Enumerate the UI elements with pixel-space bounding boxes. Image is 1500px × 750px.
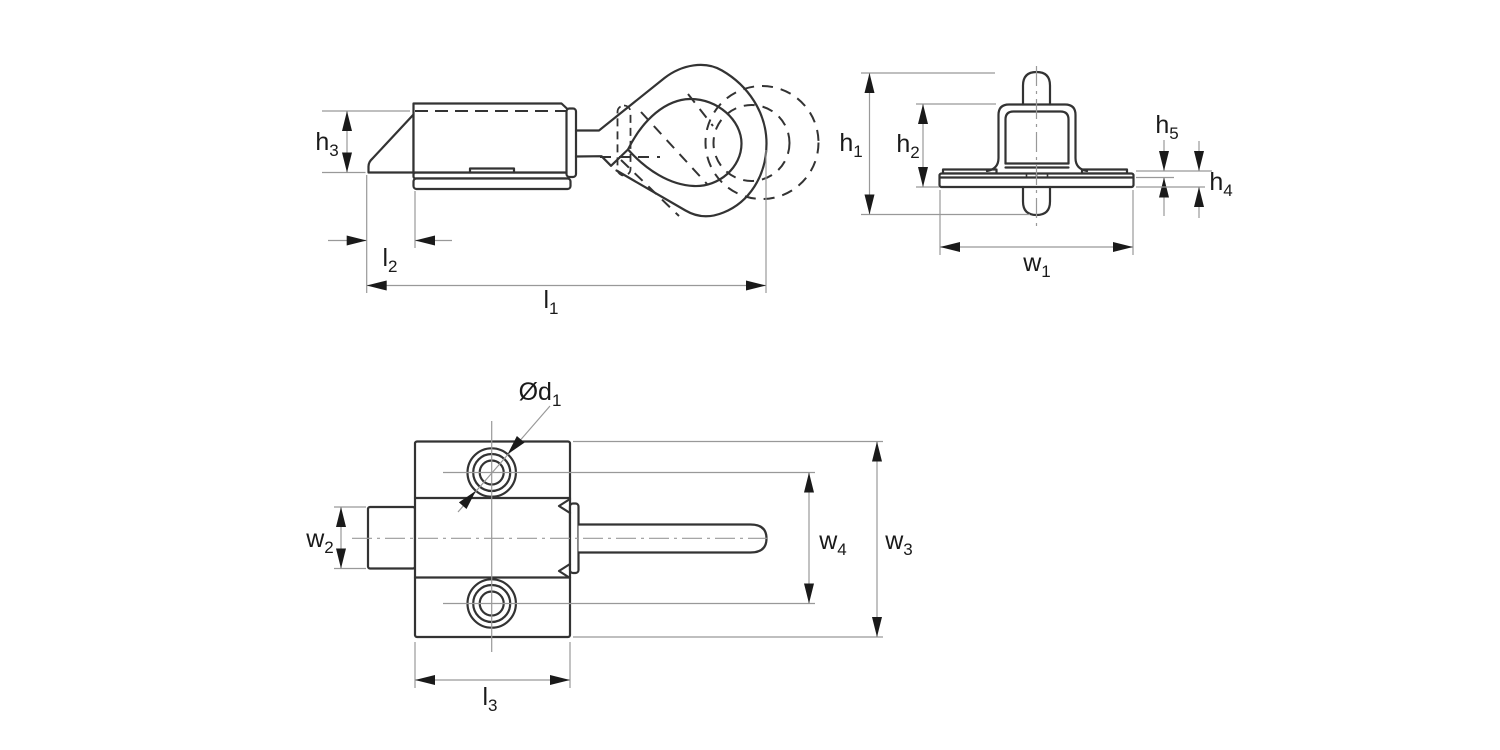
dim-label-h2: h2 — [896, 130, 919, 162]
dim-label-w3: w3 — [884, 527, 913, 559]
arrowhead — [336, 507, 346, 527]
dim-label-h5: h5 — [1155, 111, 1178, 143]
arrowhead — [550, 675, 570, 685]
dimension-h2: h2 — [896, 103, 996, 188]
dimension-d1: Ød1 — [457, 378, 562, 513]
arrowhead — [1113, 242, 1133, 252]
side-clamp-tab — [565, 107, 578, 179]
arrowhead — [1194, 151, 1204, 171]
hook-eye-inner — [626, 97, 743, 188]
top-notch-upper — [557, 497, 572, 515]
top-notch-lower — [557, 562, 572, 580]
arrowhead — [1194, 187, 1204, 207]
dimension-w3: w3 — [573, 440, 913, 638]
dimension-h3: h3 — [315, 110, 410, 174]
dimension-l2: l2 — [328, 175, 452, 293]
arrowhead — [864, 73, 875, 93]
hook-alt-position-outer-dashed — [704, 85, 820, 200]
dimension-h4: h4 — [1136, 141, 1233, 218]
dim-label-w4: w4 — [818, 527, 847, 559]
arrowhead — [872, 441, 882, 462]
hook-shank-top-and-eye-outer — [574, 63, 768, 218]
arrowhead — [415, 675, 435, 685]
arrowhead — [346, 235, 367, 246]
arrowhead — [336, 548, 346, 569]
hook-alt-edge-dashed — [620, 159, 680, 217]
dim-label-l2: l2 — [382, 244, 397, 276]
arrowhead — [804, 583, 814, 604]
hook-alt-edge-dashed — [640, 111, 708, 185]
side-base-strip-lower — [412, 177, 572, 191]
dim-label-w1: w1 — [1022, 249, 1051, 281]
hook-alt-position-inner-dashed — [712, 104, 791, 182]
hook-swivel-pin-dashed — [616, 104, 632, 177]
top-rod — [578, 523, 768, 554]
arrowhead — [940, 242, 960, 252]
arrowhead — [872, 617, 882, 637]
dim-label-h4: h4 — [1209, 168, 1232, 200]
hook-alt-edge-dashed — [687, 93, 714, 127]
arrowhead — [366, 280, 387, 291]
arrowhead — [415, 235, 435, 246]
side-body-bottom-lip — [468, 167, 516, 174]
side-body-outline — [412, 102, 570, 174]
dimension-w4: w4 — [804, 472, 847, 604]
front-view: h1 h2 h5 h4 — [839, 66, 1233, 281]
dimension-l1: l1 — [366, 150, 767, 318]
arrowhead — [918, 167, 928, 187]
arrowhead — [1159, 151, 1169, 171]
side-wedge-nose — [367, 113, 415, 174]
dimension-w2: w2 — [305, 506, 366, 570]
dim-label-h1: h1 — [839, 129, 862, 161]
dim-label-l1: l1 — [543, 286, 558, 318]
arrowhead — [746, 280, 766, 291]
arrowhead — [458, 490, 476, 509]
dim-label-l3: l3 — [482, 683, 497, 715]
arrowhead — [342, 111, 352, 131]
dim-label-w2: w2 — [305, 525, 334, 557]
side-view: h3 l2 l1 — [315, 63, 820, 318]
dimension-l3: l3 — [414, 642, 571, 715]
arrowhead — [804, 472, 814, 493]
arrowhead — [507, 436, 525, 455]
dimension-h1: h1 — [839, 72, 1030, 216]
arrowhead — [864, 194, 875, 215]
arrowhead — [918, 104, 928, 124]
top-view: w2 Ød1 w4 w3 — [305, 378, 913, 715]
dim-label-d1: Ød1 — [519, 378, 562, 410]
dimension-h5: h5 — [1136, 111, 1212, 216]
arrowhead — [342, 152, 352, 173]
dimension-w1: w1 — [939, 190, 1134, 281]
dim-label-h3: h3 — [315, 128, 338, 160]
